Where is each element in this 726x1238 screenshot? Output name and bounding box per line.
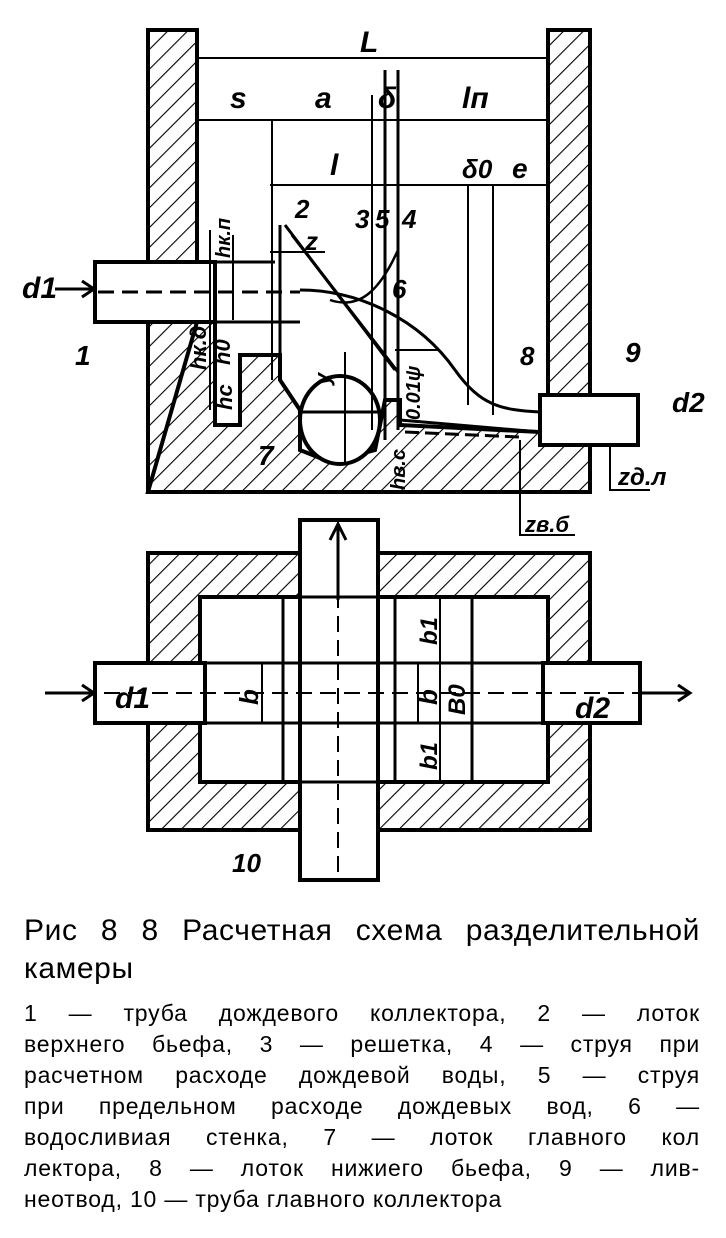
plan-outflow-arrow-icon <box>640 683 693 703</box>
label-ln: lп <box>462 82 489 115</box>
label-l: l <box>330 149 339 182</box>
legend-line: верхнего бьефа, 3 — решетка, 4 — струя п… <box>24 1031 700 1057</box>
label-hkd: hк.д <box>186 326 211 370</box>
separation-chamber-diagram: L s a δ lп l δ0 e 2 z 3 5 4 6 hк.п hк.д … <box>22 26 705 882</box>
label-zvb: zв.б <box>524 512 570 537</box>
plan-labels: d1 d2 b b B0 b1 b1 10 <box>115 617 610 878</box>
left-wall <box>146 28 199 264</box>
label-d1: d1 <box>22 272 57 305</box>
plan-inflow-arrow-icon <box>45 683 97 703</box>
label-9: 9 <box>625 337 641 368</box>
label-h0: h0 <box>210 339 235 365</box>
label-a: a <box>315 82 332 115</box>
flow-up-arrow-icon <box>328 520 348 600</box>
outlet-pipe-9 <box>538 393 640 447</box>
label-6: 6 <box>392 274 407 304</box>
label-1: 1 <box>75 340 91 371</box>
figure-caption: Рис 8 8 Расчетная схема разделительной к… <box>24 912 700 988</box>
legend-line: 1 — труба дождевого коллектора, 2 — лото… <box>24 1000 700 1026</box>
label-5: 5 <box>375 204 390 234</box>
main-collector-trough-7 <box>298 374 382 466</box>
right-wall <box>546 28 592 397</box>
plan-label-b1-bottom: b1 <box>416 742 443 770</box>
label-delta: δ <box>378 82 397 115</box>
section-labels: L s a δ lп l δ0 e 2 z 3 5 4 6 hк.п hк.д … <box>22 26 705 537</box>
plan-label-d1: d1 <box>115 682 150 715</box>
caption-line: камеры <box>24 952 134 985</box>
label-L: L <box>360 26 378 59</box>
caption-line: Рис 8 8 Расчетная схема разделительной <box>24 914 700 947</box>
plan-label-B0: B0 <box>444 684 471 715</box>
label-hvs: hв.с <box>388 449 410 490</box>
label-3: 3 <box>355 204 370 234</box>
label-2: 2 <box>294 194 310 224</box>
plan-label-d2: d2 <box>575 692 610 725</box>
label-d2: d2 <box>672 387 705 418</box>
plan-label-b-right: b <box>413 689 443 705</box>
label-zdl: zд.л <box>617 464 667 491</box>
lower-trough-8 <box>399 418 541 434</box>
label-y: y <box>310 371 335 386</box>
label-s: s <box>230 82 247 115</box>
inflow-arrow-icon <box>55 279 97 299</box>
label-hkp: hк.п <box>213 218 235 258</box>
plan-view <box>45 518 693 882</box>
plan-label-10: 10 <box>232 848 261 878</box>
legend-line: неотвод, 10 — труба главного коллектора <box>24 1186 503 1212</box>
legend-line: при предельном расходе дождевых вод, 6 — <box>24 1093 700 1119</box>
label-7: 7 <box>258 440 275 471</box>
label-z: z <box>304 226 318 256</box>
section-view <box>93 28 650 536</box>
legend-line: водосливиая стенка, 7 — лоток главного к… <box>24 1124 700 1150</box>
label-hc: hc <box>212 384 237 410</box>
legend-line: расчетном расходе дождевой воды, 5 — стр… <box>24 1062 700 1088</box>
label-flow: 0.01ψ <box>403 365 425 420</box>
plan-label-b1-top: b1 <box>416 617 443 645</box>
figure-legend: 1 — труба дождевого коллектора, 2 — лото… <box>24 998 700 1215</box>
jet-4 <box>299 288 541 414</box>
jet-5 <box>329 249 400 304</box>
legend-line: лектора, 8 — лоток нижиего бьефа, 9 — ли… <box>24 1155 700 1181</box>
label-e: e <box>512 153 528 184</box>
label-delta0: δ0 <box>462 154 493 184</box>
label-4: 4 <box>401 204 417 234</box>
plan-label-b-left: b <box>234 689 264 705</box>
label-8: 8 <box>520 341 535 371</box>
